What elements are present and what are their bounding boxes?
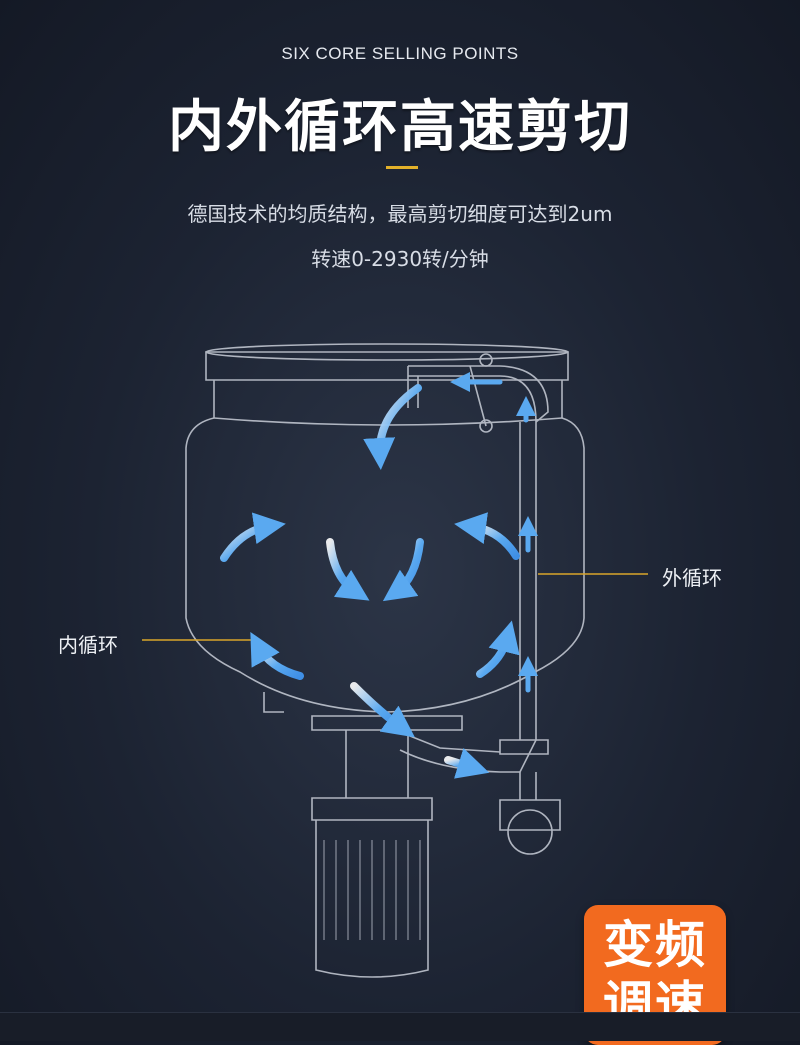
subtitle-line-1: 德国技术的均质结构，最高剪切细度可达到2um (187, 202, 613, 226)
tank-lid (205, 351, 569, 381)
badge-line-1: 变频 (603, 916, 707, 974)
curved-arrow-icon (220, 512, 286, 562)
tank-upper-band (213, 380, 563, 418)
curved-arrow-icon (382, 538, 424, 602)
curved-arrow-icon (476, 620, 520, 678)
outer-circulation-label: 外循环 (662, 566, 722, 590)
pipe-flow-arrows (450, 372, 538, 693)
curved-arrow-icon (350, 682, 415, 738)
curved-arrow-icon (250, 631, 304, 680)
motor-top-plate (311, 797, 433, 821)
flow-arrows (220, 384, 520, 779)
outer-pipe (519, 422, 537, 740)
drain-valve (263, 692, 284, 713)
shaft-housing (345, 730, 409, 798)
curved-arrow-icon (454, 512, 520, 560)
tank-outline (185, 343, 585, 978)
curved-arrow-icon (326, 538, 370, 601)
bottom-bar (0, 1012, 800, 1041)
title-accent-line (386, 166, 418, 169)
inner-circulation-label: 内循环 (58, 633, 118, 657)
mixing-tank-diagram (142, 343, 648, 978)
subtitle-line-2: 转速0-2930转/分钟 (311, 247, 489, 271)
curved-arrow-icon (444, 748, 490, 779)
tank-body (185, 417, 585, 713)
motor-body (315, 820, 429, 978)
page-title: 内外循环高速剪切 (168, 95, 632, 160)
curved-arrow-icon (363, 384, 422, 470)
eyebrow-text: SIX CORE SELLING POINTS (281, 44, 519, 63)
